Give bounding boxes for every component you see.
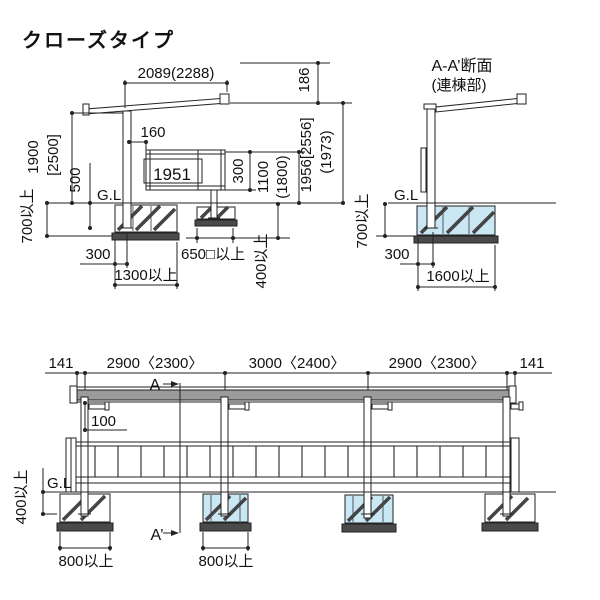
side-top-dimensions: 141 2900〈2300〉 3000〈2400〉 2900〈2300〉 141 [45,355,552,397]
mark-a-label: A [150,377,161,394]
dim-found-offset-label: 300 [85,246,110,263]
section-found-width-label: 1600以上 [426,268,489,285]
dim-screen-top-alt-label: (1800) [274,155,291,198]
section-dimensions: 700以上 300 1600以上 [354,193,497,291]
section-subtitle: (連棟部) [432,77,487,94]
dim-beam-label: 100 [91,413,116,430]
section-view: A-A’断面 (連棟部) G.L 700以上 [354,57,556,291]
side-screen [65,437,520,493]
dim-found-width-label: 1300以上 [114,267,177,284]
dim-height-label: 1900 [25,140,42,173]
section-title: A-A’断面 [431,57,492,75]
dim-overhang-right-label: 141 [519,355,544,372]
section-screen-edge [420,147,427,193]
dim-found-depth-label: 700以上 [19,188,36,243]
dim-embed-label: 500 [67,167,84,192]
section-found-offset-label: 300 [384,246,409,263]
dim-panel-width-label: 1951 [153,165,191,184]
side-found-depth-label: 400以上 [13,469,30,524]
side-view: 141 2900〈2300〉 3000〈2400〉 2900〈2300〉 141 [13,355,556,570]
front-roof [82,93,230,116]
dim-overhang-left-label: 141 [48,355,73,372]
dim-screen-height-label: 300 [230,158,247,183]
section-gl-label: G.L [394,187,418,204]
side-bottom-dimensions: 100 400以上 800以上 800以上 [13,401,254,570]
dim-height-alt-label: [2500] [45,134,62,176]
front-gl-label: G.L [97,187,121,204]
dim-found2-depth-label: 400以上 [253,233,270,288]
side-gl-label: G.L [47,475,71,492]
dim-found2-size-label: 650□以上 [181,246,245,263]
screen-slats [94,446,487,477]
side-roof [69,385,517,404]
dim-screen-top-label: 1100 [255,161,272,193]
page-title: クローズタイプ [22,28,175,52]
dim-span3-label: 2900〈2300〉 [389,355,486,372]
side-found1-width-label: 800以上 [58,553,113,570]
dim-post-offset-label: 160 [140,124,165,141]
dim-eave-alt-label: (1973) [318,130,335,173]
front-dimensions: 2089(2288) 160 186 1956[2556] (1973) 300… [19,61,352,289]
front-post [121,110,133,229]
side-posts [78,396,524,519]
mark-a-prime-label: A’ [150,527,163,544]
front-foundation-main [111,204,180,241]
dim-rise-label: 186 [296,67,313,92]
dim-span2-label: 3000〈2400〉 [249,355,346,372]
dim-width-label: 2089(2288) [138,65,215,82]
dim-span1-label: 2900〈2300〉 [107,355,204,372]
front-view: 1951 G.L 2089(2288) 160 186 1956[2556] [19,61,352,289]
section-found-depth-label: 700以上 [354,193,371,248]
section-cut-line: A A’ [150,377,181,544]
section-post [420,93,527,229]
front-screen-panel: 1951 [143,149,226,219]
dim-eave-label: 1956[2556] [298,117,315,192]
side-found2-width-label: 800以上 [198,553,253,570]
